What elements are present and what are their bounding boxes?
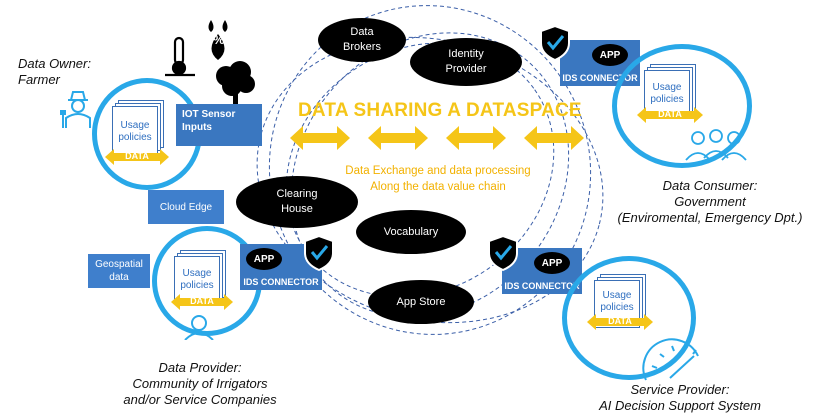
- role-service-provider-line-2: AI Decision Support System: [599, 398, 761, 413]
- ids-connector-label: IDS CONNECTOR: [562, 73, 638, 83]
- role-service-provider-title: Service Provider:: [630, 382, 730, 397]
- exchange-arrows: [290, 126, 584, 150]
- data-label: DATA: [125, 151, 149, 161]
- data-label: DATA: [190, 296, 214, 306]
- geospatial-line-1: Geospatial: [95, 259, 143, 270]
- subtitle-line-2: Along the data value chain: [370, 181, 506, 193]
- role-data-provider-title: Data Provider:: [158, 360, 242, 375]
- gauge-icon: [642, 338, 699, 381]
- usage-policies-label: Usage policies: [112, 120, 158, 144]
- doc-sheet: [112, 106, 158, 154]
- provider-usage-policies: Usage policies: [174, 250, 234, 310]
- data-arrow: [105, 149, 169, 165]
- data-label: DATA: [658, 109, 682, 119]
- app-badge: APP: [246, 248, 282, 270]
- data-label: DATA: [608, 316, 632, 326]
- service-ring: [562, 256, 696, 380]
- role-service-provider: Service Provider: AI Decision Support Sy…: [580, 382, 780, 414]
- data-arrow: [637, 107, 703, 123]
- double-arrow-4: [524, 126, 584, 150]
- role-data-provider: Data Provider: Community of Irrigators a…: [110, 360, 290, 408]
- diagram-title: DATA SHARING A DATASPACE: [298, 100, 582, 121]
- role-data-provider-line-2: Community of Irrigators: [132, 376, 268, 391]
- usage-policies-line-1: Usage: [652, 82, 682, 93]
- ids-connector-label: IDS CONNECTOR: [504, 281, 580, 291]
- double-arrow-1: [290, 126, 350, 150]
- people-icon: [685, 129, 747, 161]
- vocabulary: Vocabulary: [356, 210, 466, 254]
- owner-usage-policies: Usage policies: [112, 100, 172, 160]
- usage-policies-line-1: Usage: [182, 268, 212, 279]
- clearing-house-line-2: House: [281, 203, 313, 215]
- data-brokers-line-2: Brokers: [343, 41, 381, 53]
- vocabulary-label: Vocabulary: [383, 225, 439, 238]
- farmer-icon: [60, 91, 91, 128]
- thermometer-icon: [165, 36, 195, 77]
- geospatial-data: Geospatial data: [88, 254, 150, 288]
- usage-policies-line-2: policies: [118, 132, 152, 143]
- usage-policies-line-1: Usage: [120, 120, 150, 131]
- double-arrow-2: [368, 126, 428, 150]
- shield-check-icon: [488, 234, 518, 272]
- data-arrow: [171, 294, 233, 310]
- identity-provider-line-2: Provider: [445, 63, 487, 75]
- app-store: App Store: [368, 280, 474, 324]
- role-data-consumer-title: Data Consumer:: [662, 178, 758, 193]
- double-arrow-3: [446, 126, 506, 150]
- app-store-label: App Store: [396, 295, 446, 308]
- subtitle: Data Exchange and data processing Along …: [338, 163, 538, 195]
- role-data-owner: Data Owner: Farmer: [18, 56, 91, 88]
- iot-line-2: Inputs: [182, 122, 212, 133]
- clearing-house-line-1: Clearing: [276, 188, 318, 200]
- subtitle-line-1: Data Exchange and data processing: [345, 165, 531, 177]
- service-ids-connector: APP IDS CONNECTOR: [502, 248, 582, 294]
- usage-policies-line-2: policies: [180, 280, 214, 291]
- shield-check-icon: [304, 234, 334, 272]
- role-data-consumer-line-3: (Enviromental, Emergency Dpt.): [617, 210, 803, 225]
- role-data-provider-line-3: and/or Service Companies: [123, 392, 277, 407]
- usage-policies-line-2: policies: [650, 94, 684, 105]
- role-data-consumer-line-2: Government: [674, 194, 746, 209]
- role-data-consumer: Data Consumer: Government (Enviromental,…: [610, 178, 810, 226]
- person-icon: [184, 315, 214, 340]
- usage-policies-line-2: policies: [600, 302, 634, 313]
- shield-check-icon: [540, 24, 570, 62]
- tree-icon: [216, 61, 255, 106]
- app-badge: APP: [592, 44, 628, 66]
- ids-connector-label: IDS CONNECTOR: [243, 277, 319, 287]
- role-data-owner-name: Farmer: [18, 72, 60, 87]
- identity-provider-line-1: Identity: [448, 48, 484, 60]
- water-drops-icon: [208, 20, 228, 60]
- percent-glyph: %: [213, 32, 225, 47]
- data-arrow: [587, 314, 653, 330]
- app-badge: APP: [534, 252, 570, 274]
- iot-sensor-inputs: IOT Sensor Inputs: [176, 104, 262, 146]
- usage-policies-label: Usage policies: [174, 268, 220, 292]
- data-brokers-line-1: Data: [350, 26, 374, 38]
- consumer-usage-policies: Usage policies: [644, 64, 704, 124]
- role-data-owner-title: Data Owner:: [18, 56, 91, 71]
- consumer-ring: [612, 44, 752, 168]
- doc-sheet: [644, 70, 690, 118]
- iot-line-1: IOT Sensor: [182, 109, 236, 120]
- cloud-edge: Cloud Edge: [148, 190, 224, 224]
- usage-policies-label: Usage policies: [594, 290, 640, 314]
- usage-policies-line-1: Usage: [602, 290, 632, 301]
- usage-policies-label: Usage policies: [644, 82, 690, 106]
- geospatial-line-2: data: [109, 272, 129, 283]
